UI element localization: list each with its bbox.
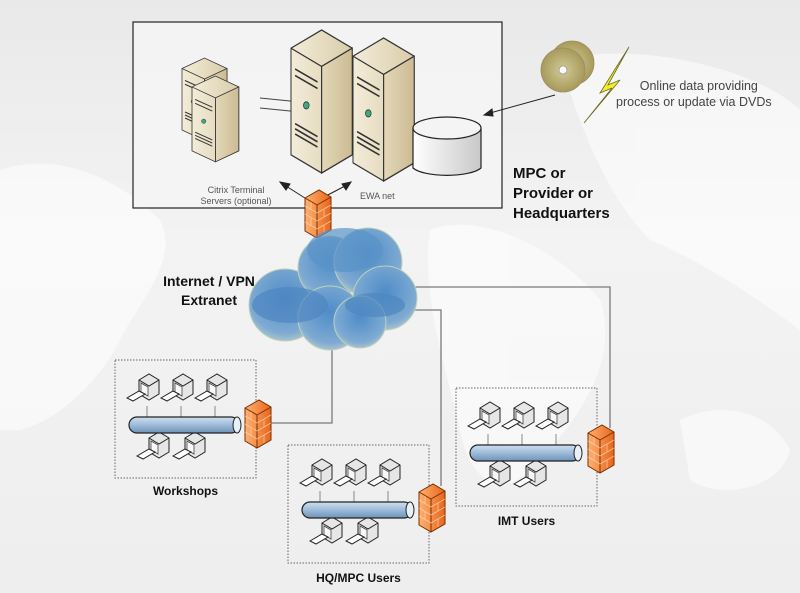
site-label-workshops: Workshops (152, 484, 219, 498)
citrix-label-line-2: Servers (optional) (200, 196, 272, 206)
cloud-label-line-2: Extranet (180, 292, 238, 308)
link-hq-mpc-users (400, 309, 442, 486)
ewa-net-label: EWA net (360, 191, 395, 201)
lan-workshops (115, 360, 256, 478)
dvd-icon (540, 40, 595, 93)
ewa-servers (290, 29, 416, 182)
hq-title-line-2: Provider or (513, 185, 594, 202)
hq-title-line-1: MPC or (513, 165, 566, 182)
cloud-label: Internet / VPN Extranet (146, 272, 272, 310)
hq-title: MPC or Provider or Headquarters (513, 164, 610, 224)
dvd-note: Online data providing process or update … (616, 78, 772, 110)
lightning-icon (583, 46, 630, 124)
firewall-icon-imt (587, 424, 615, 474)
citrix-label: Citrix Terminal Servers (optional) (186, 185, 286, 207)
world-map-background (0, 53, 800, 490)
dvd-note-line-2: process or update via DVDs (616, 95, 772, 109)
firewall-icon-hq-mpc (418, 483, 446, 533)
link-workshops (270, 340, 333, 424)
citrix-label-line-1: Citrix Terminal (207, 185, 265, 195)
site-label-hq-mpc-users: HQ/MPC Users (316, 571, 401, 585)
lan-hq-mpc-users (288, 445, 429, 563)
link-imt-users (400, 286, 611, 428)
hq-title-line-3: Headquarters (513, 205, 610, 222)
site-label-imt-users: IMT Users (497, 514, 556, 528)
firewall-icon-workshops (244, 399, 272, 449)
dvd-note-line-1: Online data providing (639, 79, 758, 93)
cloud-icon (248, 227, 418, 351)
database-icon (412, 116, 482, 176)
cloud-label-line-1: Internet / VPN (163, 273, 255, 289)
hq-arrows (278, 94, 556, 201)
